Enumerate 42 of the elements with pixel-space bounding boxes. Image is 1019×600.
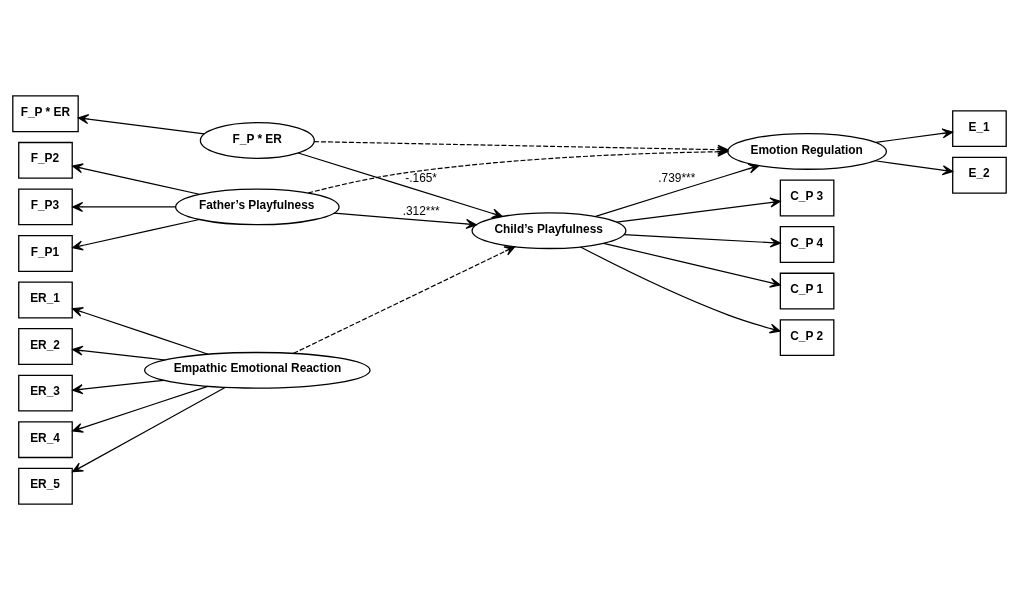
node-box: ER_2 bbox=[18, 328, 73, 366]
arrow bbox=[616, 197, 781, 223]
arrow bbox=[603, 242, 781, 288]
arrow bbox=[72, 163, 200, 195]
node-box: ER_4 bbox=[18, 421, 73, 459]
node-ellipse: F_P * ER bbox=[199, 122, 315, 159]
node-ellipse: Child’s Playfulness bbox=[471, 212, 627, 250]
node-box: C_P 1 bbox=[779, 272, 835, 310]
node-box: E_1 bbox=[952, 110, 1007, 148]
arrow bbox=[297, 152, 503, 219]
arrow bbox=[595, 163, 760, 217]
edge-label: -.165* bbox=[405, 170, 437, 185]
node-ellipse: Emotion Regulation bbox=[727, 132, 887, 170]
edge-label: .312*** bbox=[402, 204, 440, 219]
arrow bbox=[72, 218, 200, 251]
arrow bbox=[72, 387, 226, 473]
arrow bbox=[72, 201, 176, 212]
arrow bbox=[72, 379, 165, 395]
arrow bbox=[875, 128, 954, 143]
node-box: ER_3 bbox=[18, 374, 73, 412]
arrow bbox=[72, 385, 209, 433]
arrow bbox=[292, 246, 516, 354]
node-box: F_P1 bbox=[18, 234, 73, 272]
arrow bbox=[579, 246, 781, 334]
arrow bbox=[333, 212, 477, 229]
arrow bbox=[72, 345, 166, 361]
arrow bbox=[72, 307, 209, 355]
node-box: ER_5 bbox=[18, 467, 73, 505]
node-box: C_P 3 bbox=[779, 179, 835, 217]
node-ellipse: Empathic Emotional Reaction bbox=[144, 351, 371, 389]
edge-label: .739*** bbox=[658, 170, 696, 185]
node-box: C_P 4 bbox=[779, 226, 835, 263]
arrow bbox=[623, 234, 781, 248]
node-box: E_2 bbox=[952, 156, 1007, 194]
arrow bbox=[874, 160, 954, 176]
node-box: F_P2 bbox=[18, 141, 73, 179]
node-box: ER_1 bbox=[18, 281, 73, 319]
arrow bbox=[77, 114, 205, 135]
node-box: C_P 2 bbox=[779, 319, 835, 357]
node-box: F_P * ER bbox=[12, 95, 79, 133]
node-ellipse: Father’s Playfulness bbox=[175, 188, 340, 226]
node-box: F_P3 bbox=[18, 188, 73, 226]
